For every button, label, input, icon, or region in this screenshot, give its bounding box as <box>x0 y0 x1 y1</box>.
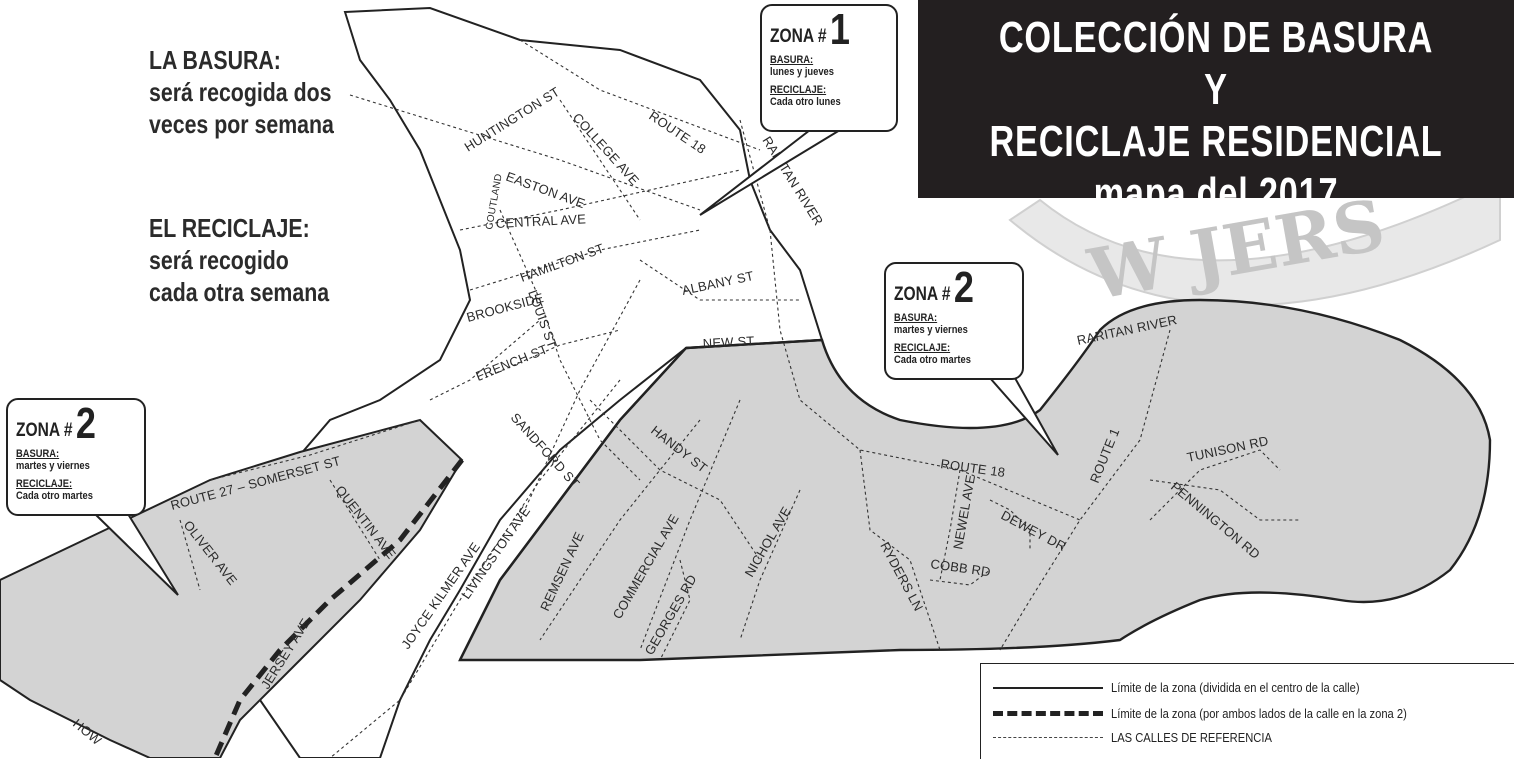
zone-boundary-both-sides <box>212 458 464 758</box>
callout-zone2-left-basura-days: martes y viernes <box>16 460 90 472</box>
title-line3: mapa del 2017 <box>1093 169 1339 218</box>
callout-zone1-title: ZONA # 1 <box>770 5 867 54</box>
info-basura-head: LA BASURA: <box>149 45 281 75</box>
legend-label-solid: Límite de la zona (dividida en el centro… <box>1111 680 1360 695</box>
zone-boundary-center <box>685 338 823 350</box>
callout-zone2-right: ZONA # 2 BASURA: martes y viernes RECICL… <box>884 262 1024 380</box>
callout-zone2-left-reciclaje-days: Cada otro martes <box>16 490 93 502</box>
legend-swatch-solid <box>993 686 1103 689</box>
street-label-central: CENTRAL AVE <box>495 211 586 231</box>
legend-label-dashed: Límite de la zona (por ambos lados de la… <box>1111 706 1407 721</box>
info-reciclaje-head: EL RECICLAJE: <box>149 213 310 243</box>
legend-row-dotted: LAS CALLES DE REFERENCIA <box>993 730 1298 745</box>
info-reciclaje: EL RECICLAJE: será recogido cada otra se… <box>149 212 329 308</box>
callout-zone1-label: ZONA # <box>770 26 827 47</box>
callout-zone2-right-reciclaje-label: RECICLAJE: <box>894 342 951 354</box>
info-basura: LA BASURA: será recogida dos veces por s… <box>149 44 334 140</box>
info-reciclaje-line1: será recogido <box>149 245 289 275</box>
callout-zone2-right-number: 2 <box>953 263 974 312</box>
reference-streets <box>179 39 1300 758</box>
legend-row-solid: Límite de la zona (dividida en el centro… <box>993 680 1400 695</box>
callout-zone1-basura-label: BASURA: <box>770 54 814 66</box>
zone-boundary-livingston <box>458 347 687 661</box>
callout-zone2-right-reciclaje-days: Cada otro martes <box>894 354 971 366</box>
title-line2: RECICLAJE RESIDENCIAL <box>989 117 1443 166</box>
callout-zone2-right-title: ZONA # 2 <box>894 263 992 312</box>
callout-zone2-left-label: ZONA # <box>16 420 73 441</box>
callout-zone2-left-basura-label: BASURA: <box>16 448 60 460</box>
zone2-left-area <box>0 418 464 758</box>
info-basura-line2: veces por semana <box>149 109 334 139</box>
callout-zone1-basura-days: lunes y jueves <box>770 66 834 78</box>
callout-zone2-left-reciclaje-label: RECICLAJE: <box>16 478 73 490</box>
callout-zone1: ZONA # 1 BASURA: lunes y jueves RECICLAJ… <box>760 4 898 132</box>
info-basura-line1: será recogida dos <box>149 77 332 107</box>
title-box: COLECCIÓN DE BASURA Y RECICLAJE RESIDENC… <box>918 0 1514 218</box>
legend-row-dashed: Límite de la zona (por ambos lados de la… <box>993 706 1455 721</box>
legend-label-dotted: LAS CALLES DE REFERENCIA <box>1111 730 1272 745</box>
callout-zone2-left: ZONA # 2 BASURA: martes y viernes RECICL… <box>6 398 146 516</box>
info-reciclaje-line2: cada otra semana <box>149 277 330 307</box>
callout-zone1-reciclaje-days: Cada otro lunes <box>770 96 841 108</box>
callout-zone1-reciclaje-label: RECICLAJE: <box>770 84 827 96</box>
legend-swatch-dashed <box>993 711 1103 716</box>
map-legend: Límite de la zona (dividida en el centro… <box>980 663 1514 759</box>
legend-swatch-dotted <box>993 737 1103 738</box>
callout-zone2-left-title: ZONA # 2 <box>16 399 114 448</box>
street-label-new-st: NEW ST <box>702 333 754 351</box>
callout-zone2-left-number: 2 <box>75 399 96 448</box>
callout-zone2-right-basura-days: martes y viernes <box>894 324 968 336</box>
title-line1: COLECCIÓN DE BASURA Y <box>998 13 1434 114</box>
callout-zone2-right-label: ZONA # <box>894 284 951 305</box>
callout-zone2-right-basura-label: BASURA: <box>894 312 938 324</box>
callout-zone1-number: 1 <box>829 5 850 54</box>
